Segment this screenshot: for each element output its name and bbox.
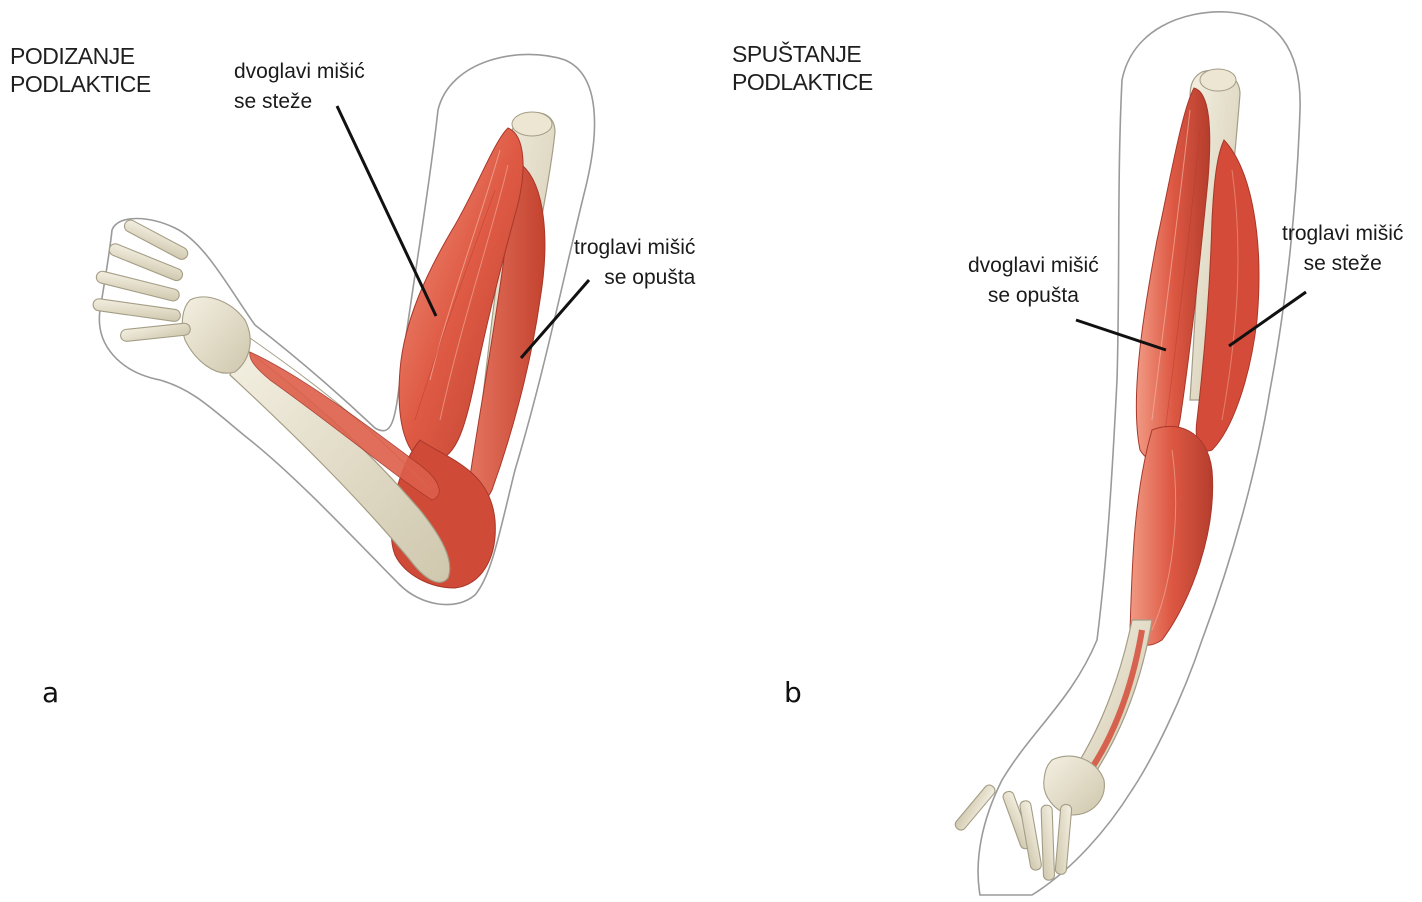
panel-b-biceps-label-line1: dvoglavi mišić	[968, 251, 1099, 281]
panel-a-triceps-label-line1: troglavi mišić	[574, 233, 695, 263]
panel-a-biceps-label: dvoglavi mišić se steže	[234, 57, 365, 117]
straight-arm-illustration	[712, 0, 1422, 902]
panel-b-title: SPUŠTANJE PODLAKTICE	[732, 40, 873, 96]
panel-b-triceps-label-line1: troglavi mišić	[1282, 219, 1403, 249]
panel-a-title-line2: PODLAKTICE	[10, 70, 151, 98]
panel-a-biceps-label-line2: se steže	[234, 87, 365, 117]
bent-arm-illustration	[0, 0, 712, 902]
panel-a-triceps-label-line2: se opušta	[574, 263, 695, 293]
panel-b-biceps-label: dvoglavi mišić se opušta	[968, 251, 1099, 311]
hand-skeleton	[953, 756, 1104, 880]
panel-a-title-line1: PODIZANJE	[10, 42, 151, 70]
panel-a-letter: a	[42, 676, 59, 709]
arm-skin-outline	[978, 12, 1300, 895]
panel-b-extension: SPUŠTANJE PODLAKTICE dvoglavi mišić se o…	[712, 0, 1422, 902]
panel-b-triceps-label: troglavi mišić se steže	[1282, 219, 1403, 279]
panel-b-title-line1: SPUŠTANJE	[732, 40, 873, 68]
biceps-pointer-line	[337, 106, 436, 316]
panel-b-biceps-label-line2: se opušta	[968, 281, 1099, 311]
forearm-muscles	[1130, 426, 1213, 645]
panel-a-biceps-label-line1: dvoglavi mišić	[234, 57, 365, 87]
panel-b-letter: b	[784, 676, 802, 709]
panel-b-triceps-label-line2: se steže	[1282, 249, 1403, 279]
hand-skeleton	[92, 218, 250, 373]
panel-b-title-line2: PODLAKTICE	[732, 68, 873, 96]
panel-a-triceps-label: troglavi mišić se opušta	[574, 233, 695, 293]
panel-a-flexion: PODIZANJE PODLAKTICE dvoglavi mišić se s…	[0, 0, 712, 902]
panel-a-title: PODIZANJE PODLAKTICE	[10, 42, 151, 98]
